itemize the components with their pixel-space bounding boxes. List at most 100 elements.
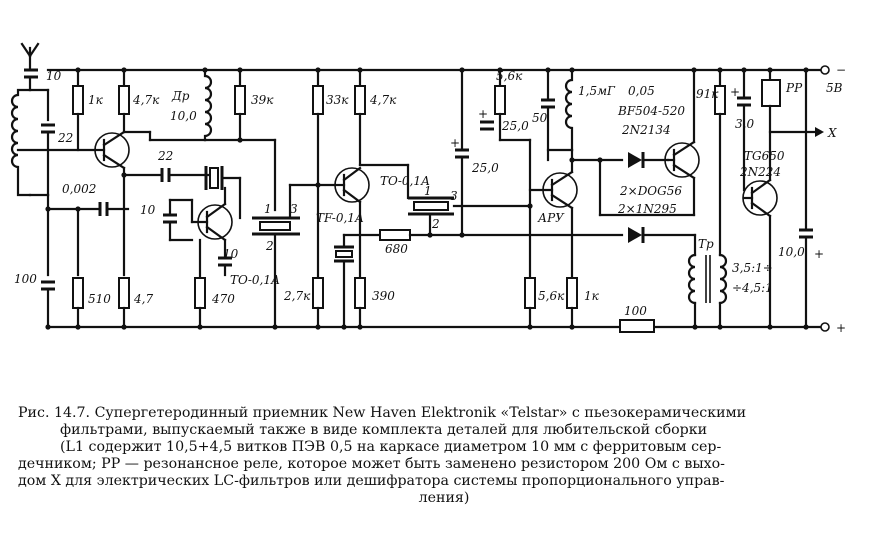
filter-1-label: ТО-0,1А <box>230 273 280 287</box>
input-coil-l1 <box>10 88 32 197</box>
transformer-tr <box>687 253 728 305</box>
junction-dots <box>45 67 809 330</box>
transistor-t2 <box>190 202 233 242</box>
antenna-capacitor-label: 10 <box>46 69 62 83</box>
resistor-100-label: 100 <box>624 304 647 318</box>
electrolytic-10-0-plus: + <box>814 247 824 261</box>
choke-dr-name: Др <box>171 89 190 103</box>
decoupling-capacitor-100-label: 100 <box>14 272 37 286</box>
transistor-2n224-label: 2N224 <box>739 165 781 179</box>
caption-line-6: ления) <box>418 490 470 506</box>
resistor-4-7k-top <box>118 85 130 115</box>
resistor-470 <box>194 277 206 309</box>
resistor-5-6k-top-label: 5,6к <box>496 69 523 83</box>
transistor-bf504-label: BF504-520 <box>617 104 685 118</box>
resistor-1k-top <box>72 85 84 115</box>
resistor-4-7k-second <box>354 85 366 115</box>
filter-2-label: ТО-0,1А <box>380 174 430 188</box>
resistor-680 <box>379 229 411 241</box>
resistor-510-label: 510 <box>88 292 111 306</box>
supply-minus-label: − <box>836 63 846 77</box>
supply-plus-label: + <box>836 321 846 335</box>
caption-line-2: фильтрами, выпускаемый также в виде комп… <box>60 422 708 438</box>
resistor-91k-label: 91к <box>696 87 719 101</box>
electrolytic-3-0-label: 3,0 <box>735 117 754 131</box>
diode-1n295-label: 2×1N295 <box>617 202 677 216</box>
resistor-4-7k-second-label: 4,7к <box>369 93 397 107</box>
resistor-1k-bottom <box>566 277 578 309</box>
capacitor-10-low-label: 10 <box>223 247 239 261</box>
caption-line-3: (L1 содержит 10,5+4,5 витков ПЭВ 0,5 на … <box>60 439 722 455</box>
resistor-4-7-label: 4,7 <box>133 292 153 306</box>
capacitor-50-label: 50 <box>532 111 548 125</box>
transistor-t3 <box>333 166 370 204</box>
supply-voltage-label: 5В <box>826 81 843 95</box>
resistor-4-7k-top-label: 4,7к <box>132 93 160 107</box>
transistor-t5 <box>664 140 700 180</box>
resistor-5-6k-bottom-label: 5,6к <box>538 289 565 303</box>
choke-dr-value: 10,0 <box>170 109 197 123</box>
diode-dog56-label: 2×DOG56 <box>619 184 682 198</box>
ceramic-resonator-mid <box>204 166 224 190</box>
resistor-33k-label: 33к <box>326 93 349 107</box>
filter-tf-label: ТF-0,1А <box>316 211 364 225</box>
resistor-390-label: 390 <box>372 289 395 303</box>
capacitor-0-05-label: 0,05 <box>628 84 655 98</box>
capacitor-22-mid-label: 22 <box>157 149 173 163</box>
transistor-t1 <box>93 130 130 170</box>
electrolytic-capacitor-25-b <box>480 120 494 131</box>
filter-2-pin-2: 2 <box>431 217 440 231</box>
resistor-470-label: 470 <box>211 292 235 306</box>
antenna-icon <box>20 42 40 72</box>
electrolytic-25-b-label: 25,0 <box>501 119 529 133</box>
resistor-5-6k-top <box>494 85 506 115</box>
transistor-t6 <box>742 178 778 218</box>
electrolytic-3-0-plus: + <box>730 85 740 99</box>
resistor-39k <box>234 85 246 115</box>
figure-caption: Рис. 14.7. Супергетеродинный приемник Ne… <box>18 405 870 507</box>
filter-2-pin-3: 3 <box>450 189 458 203</box>
choke-dr <box>203 68 213 142</box>
caption-line-1: Рис. 14.7. Супергетеродинный приемник Ne… <box>18 405 747 421</box>
ceramic-resonator-tf <box>334 245 354 263</box>
resistor-33k <box>312 85 324 115</box>
ratio-label-2: ÷4,5:1 <box>732 281 773 295</box>
positive-terminal <box>820 322 830 332</box>
resistor-39k-label: 39к <box>251 93 274 107</box>
agc-label: АРУ <box>537 211 565 225</box>
electrolytic-25-a-label: 25,0 <box>471 161 499 175</box>
diode-upper <box>628 152 645 168</box>
resistor-4-7 <box>118 277 130 309</box>
output-arrow-icon <box>815 127 824 137</box>
ceramic-filter-1 <box>252 216 300 236</box>
resonant-relay-pp <box>761 79 781 107</box>
resistor-680-label: 680 <box>385 242 408 256</box>
resistor-390 <box>354 277 366 309</box>
caption-line-4: дечником; РР — резонансное реле, которое… <box>18 456 725 472</box>
inductor-1-5mh-label: 1,5мГ <box>578 84 616 98</box>
electrolytic-25-b-plus: + <box>478 107 488 121</box>
receiver-schematic: 10 22 0,002 100 1к 4,7к <box>10 42 846 335</box>
ceramic-filter-2 <box>408 196 454 216</box>
resistor-2-7k-label: 2,7к <box>283 289 311 303</box>
electrolytic-10-0-label: 10,0 <box>778 245 805 259</box>
ratio-label-1: 3,5:1÷ <box>732 261 773 275</box>
resistor-1k-bottom-label: 1к <box>584 289 600 303</box>
relay-pp-label: РР <box>785 81 803 95</box>
transistor-2n2134-label: 2N2134 <box>621 123 671 137</box>
resistor-2-7k <box>312 277 324 309</box>
filter-1-pin-2: 2 <box>265 239 274 253</box>
filter-2-pin-1: 1 <box>424 184 432 198</box>
input-capacitor-22-label: 22 <box>57 131 73 145</box>
electrolytic-25-a-plus: + <box>450 136 460 150</box>
filter-1-pin-1: 1 <box>264 202 272 216</box>
filter-1-pin-3: 3 <box>290 202 298 216</box>
capacitor-10-mid-label: 10 <box>140 203 156 217</box>
transformer-label: Тр <box>698 237 714 251</box>
transistor-t4-agc <box>528 170 578 210</box>
diode-lower <box>628 227 645 243</box>
antenna-capacitor <box>24 68 38 92</box>
negative-terminal <box>820 65 830 75</box>
caption-line-5: дом X для электрических LC-фильтров или … <box>18 473 725 489</box>
output-x-label: X <box>827 126 837 140</box>
